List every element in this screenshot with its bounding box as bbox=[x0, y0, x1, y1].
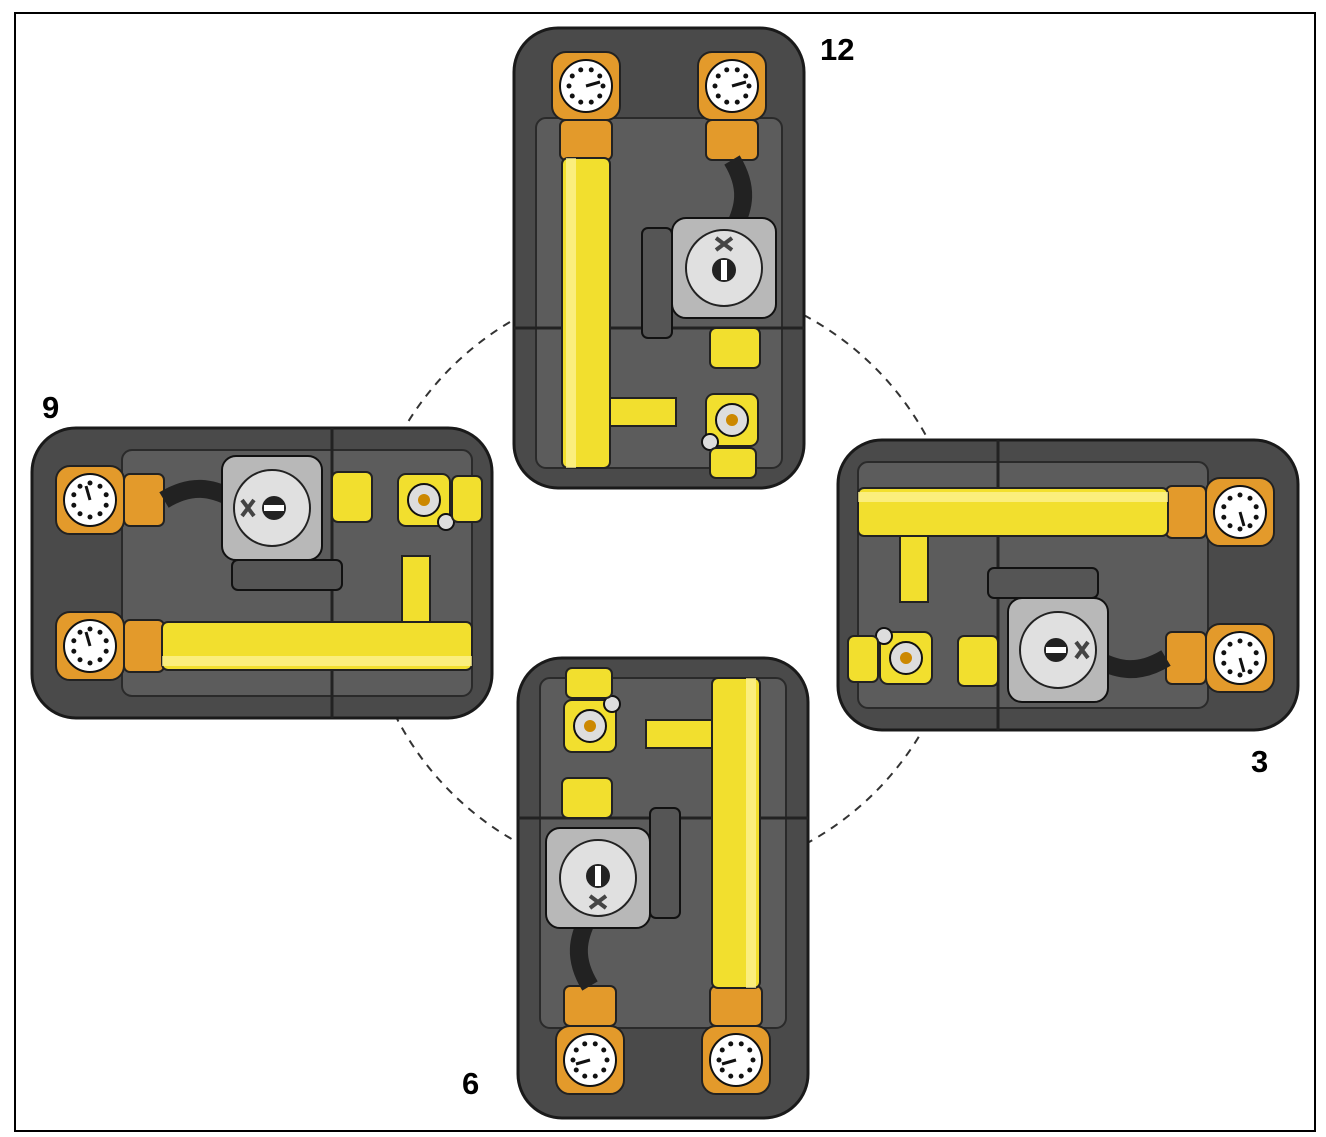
pressure-gauge-icon bbox=[701, 1025, 771, 1095]
pressure-gauge-icon bbox=[55, 611, 125, 681]
mixing-valve-icon bbox=[397, 473, 455, 531]
mixing-valve-icon bbox=[563, 695, 621, 753]
position-label-3: 3 bbox=[1251, 744, 1269, 779]
pressure-gauge-icon bbox=[1205, 477, 1275, 547]
pressure-gauge-icon bbox=[697, 51, 767, 121]
position-label-12: 12 bbox=[820, 32, 855, 67]
circulation-pump-icon bbox=[671, 217, 777, 319]
circulation-pump-icon bbox=[221, 455, 323, 561]
position-label-6: 6 bbox=[462, 1066, 480, 1101]
position-label-9: 9 bbox=[42, 390, 60, 425]
figure-frame bbox=[14, 12, 1316, 1132]
circulation-pump-icon bbox=[1007, 597, 1109, 703]
mixing-valve-icon bbox=[701, 393, 759, 451]
pressure-gauge-icon bbox=[1205, 623, 1275, 693]
unit-right bbox=[836, 438, 1300, 732]
circulation-pump-icon bbox=[545, 827, 651, 929]
pressure-gauge-icon bbox=[55, 465, 125, 535]
unit-top bbox=[512, 26, 806, 490]
unit-left bbox=[30, 426, 494, 720]
pressure-gauge-icon bbox=[551, 51, 621, 121]
mixing-valve-icon bbox=[875, 627, 933, 685]
pressure-gauge-icon bbox=[555, 1025, 625, 1095]
unit-bottom bbox=[516, 656, 810, 1120]
